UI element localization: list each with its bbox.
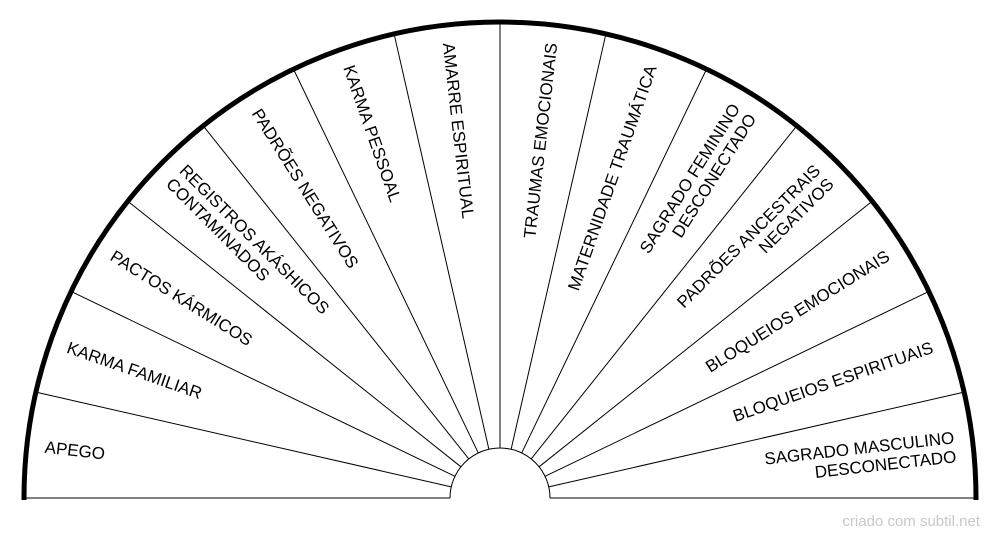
sector-label-line: MATERNIDADE TRAUMÁTICA	[564, 62, 661, 293]
sector-label: AMARRE ESPIRITUAL	[439, 42, 478, 220]
sector-divider	[127, 200, 462, 468]
sector-divider	[548, 391, 965, 488]
sector-divider	[530, 125, 798, 460]
footer-credit: criado com subtil.net	[842, 513, 980, 530]
sector-label: KARMA FAMILIAR	[64, 338, 204, 403]
sector-label: PACTOS KÁRMICOS	[107, 247, 256, 350]
sector-label-line: BLOQUEIOS ESPIRITUAIS	[730, 338, 935, 426]
sector-label: SAGRADO MASCULINODESCONECTADO	[763, 428, 957, 487]
sector-divider	[538, 200, 873, 468]
sector-divider	[521, 68, 707, 454]
sector-divider	[202, 125, 470, 460]
sector-divider	[293, 68, 479, 454]
sector-label-line: KARMA PESSOAL	[339, 63, 404, 205]
sector-divider	[70, 291, 456, 477]
sector-label-line: AMARRE ESPIRITUAL	[439, 42, 478, 220]
sector-label: KARMA PESSOAL	[339, 63, 404, 205]
sector-label: BLOQUEIOS ESPIRITUAIS	[730, 338, 935, 426]
sector-divider	[35, 391, 452, 488]
outer-arc	[21, 19, 979, 499]
sector-label: MATERNIDADE TRAUMÁTICA	[564, 62, 661, 293]
sector-divider	[544, 291, 930, 477]
sector-label: APEGO	[44, 438, 106, 464]
sector-label-line: APEGO	[44, 438, 106, 464]
sector-label-line: TRAUMAS EMOCIONAIS	[520, 42, 561, 239]
sector-label: TRAUMAS EMOCIONAIS	[520, 42, 561, 239]
sector-label-line: PACTOS KÁRMICOS	[107, 247, 256, 350]
inner-arc	[449, 447, 551, 499]
sector-divider	[510, 33, 607, 450]
sector-label-line: KARMA FAMILIAR	[64, 338, 204, 403]
sector-label-line: SAGRADO FEMININO	[636, 100, 744, 256]
sector-divider	[393, 33, 490, 450]
